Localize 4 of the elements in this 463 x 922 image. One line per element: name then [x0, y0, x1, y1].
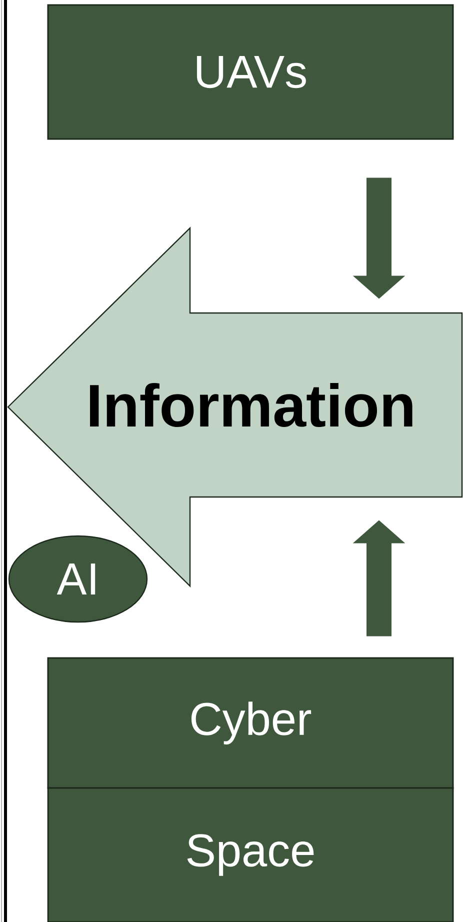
ellipse-node: AI [8, 535, 148, 623]
process-box: Space [47, 787, 454, 922]
process-box: Cyber [47, 657, 454, 789]
process-box: UAVs [47, 4, 454, 140]
